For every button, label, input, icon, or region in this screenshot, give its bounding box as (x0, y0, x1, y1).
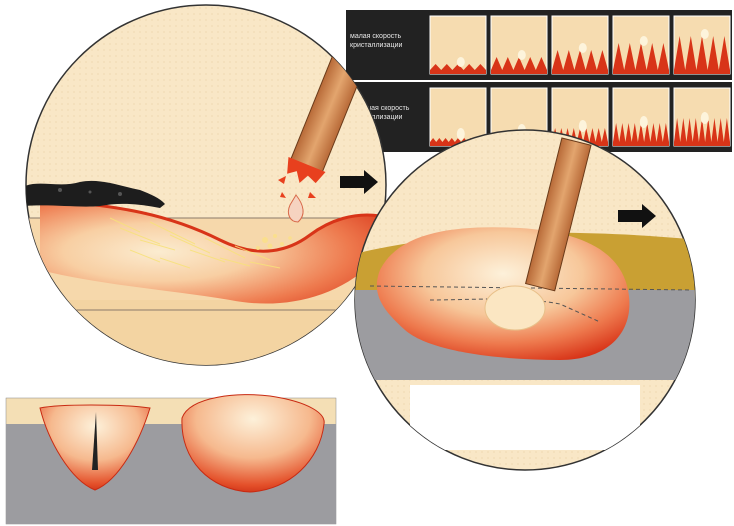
weld-cross-sections (6, 395, 336, 524)
label-area (410, 385, 640, 450)
right-magnified-view (350, 130, 710, 470)
